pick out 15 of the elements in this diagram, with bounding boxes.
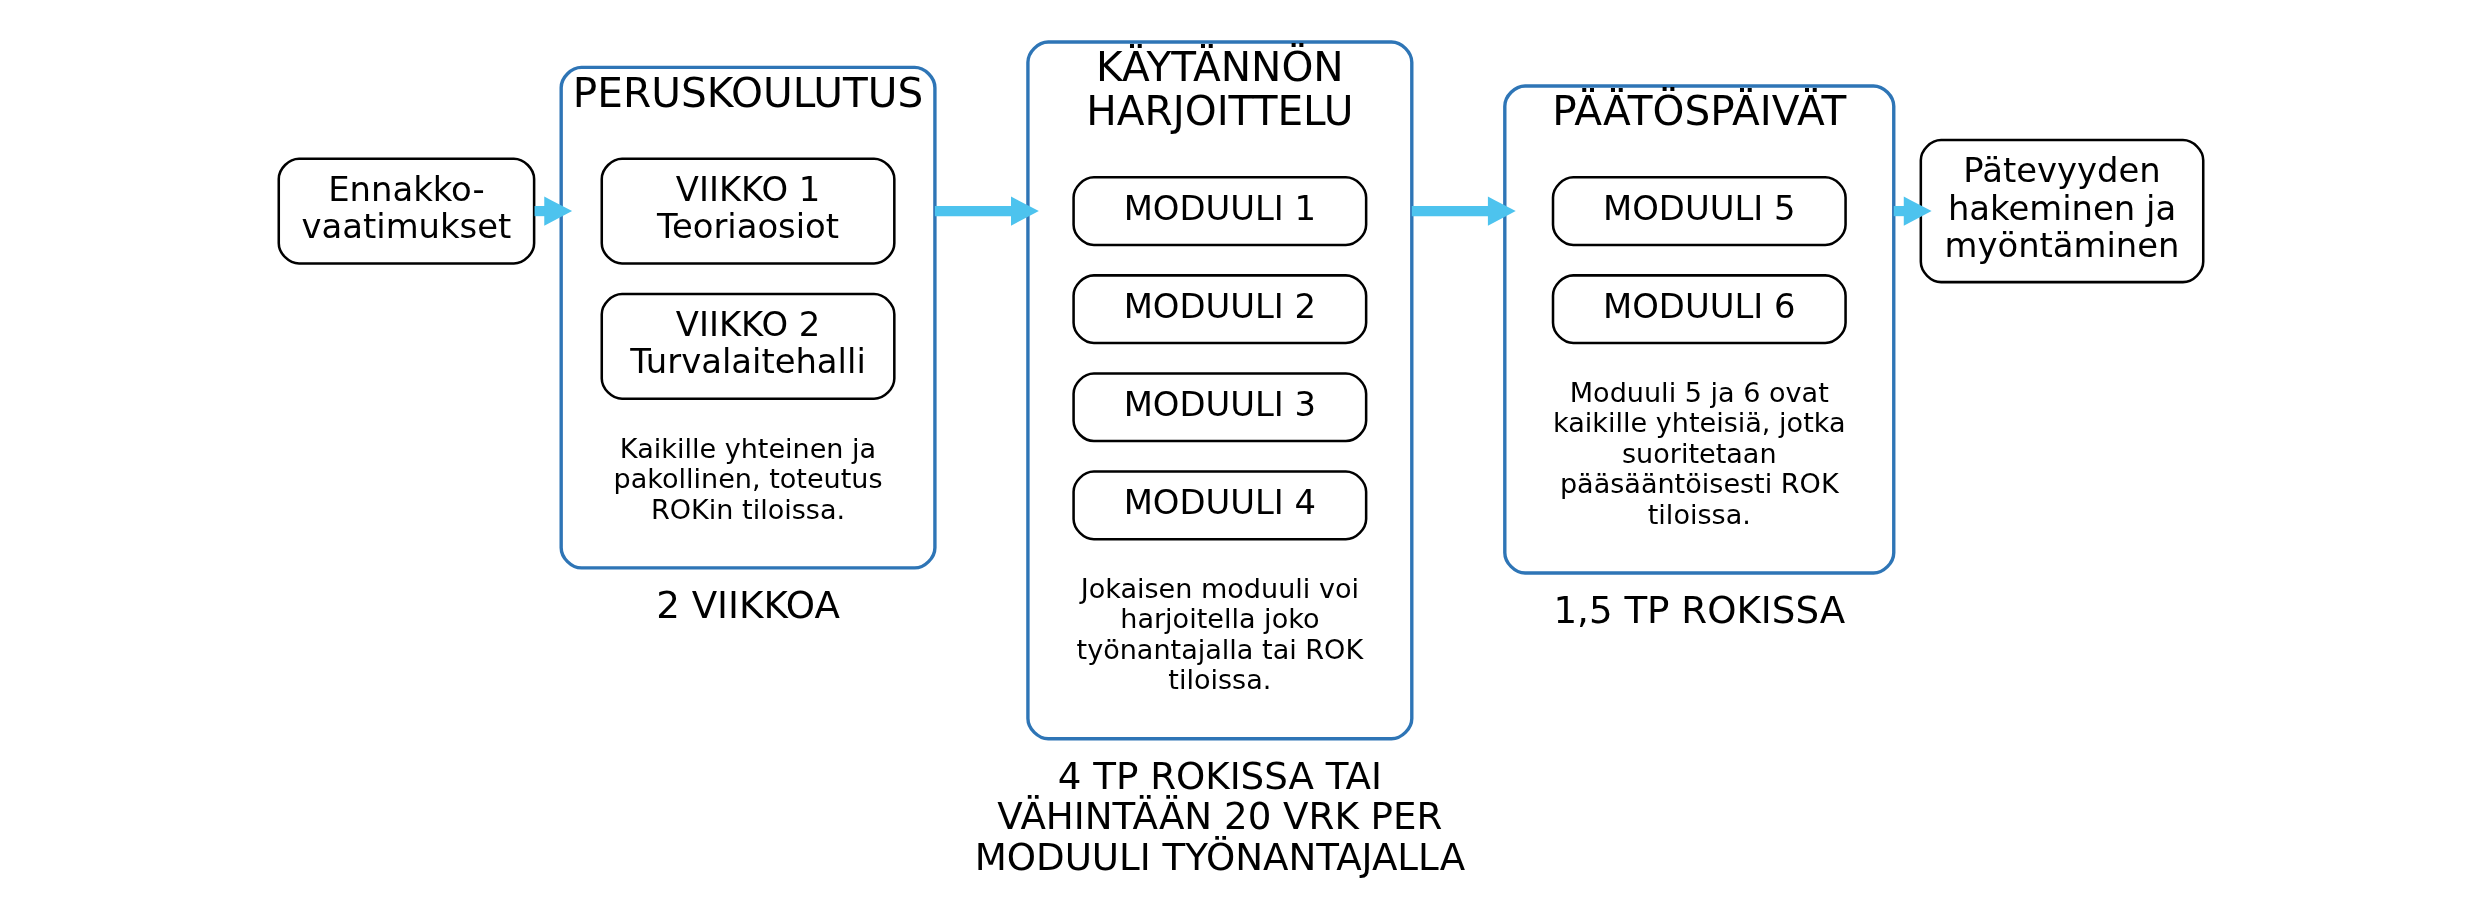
arrow	[934, 196, 1039, 226]
node-box: MODUULI 5	[1551, 176, 1847, 247]
node-box: MODUULI 4	[1071, 470, 1367, 541]
node-label: 4 TP ROKISSA TAI VÄHINTÄÄN 20 VRK PER MODUULI TYÖNANTAJALLA	[974, 753, 1465, 879]
node-box: MODUULI 1	[1071, 176, 1367, 247]
node-box: VIIKKO 1 Teoriaosiot	[600, 157, 896, 265]
node-box: VIIKKO 2 Turvalaitehalli	[600, 292, 896, 401]
node-label: 2 VIIKKOA	[655, 582, 840, 627]
node-box: MODUULI 2	[1071, 274, 1367, 345]
node-box: Pätevyyden hakeminen ja myöntäminen	[1919, 138, 2204, 284]
node-box: MODUULI 3	[1071, 372, 1367, 443]
node-box: MODUULI 6	[1551, 274, 1847, 345]
arrow	[1411, 196, 1516, 226]
node-label: 1,5 TP ROKISSA	[1552, 588, 1845, 633]
node-box: Ennakko- vaatimukset	[277, 157, 535, 265]
